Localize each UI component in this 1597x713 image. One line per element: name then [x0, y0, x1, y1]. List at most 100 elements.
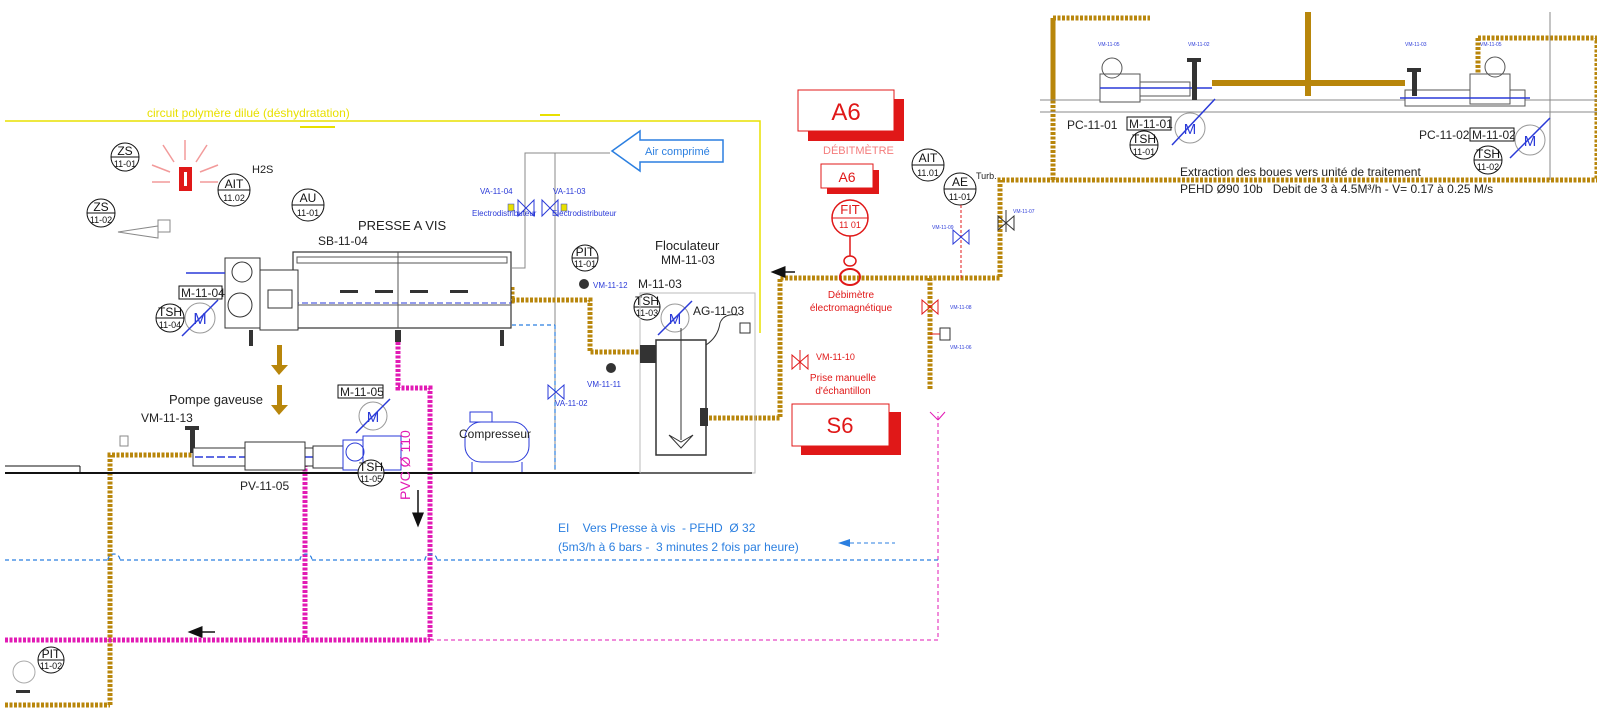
svg-text:11-01: 11-01	[949, 192, 971, 202]
svg-text:VM-11-05: VM-11-05	[1098, 42, 1120, 48]
air-label: Air comprimé	[645, 146, 710, 158]
flowmeter-label-2: électromagnétique	[810, 303, 893, 314]
svg-text:ZS: ZS	[93, 200, 108, 214]
svg-text:VM-11-10: VM-11-10	[816, 352, 855, 362]
flowmeter-label-1: Débimètre	[828, 290, 875, 301]
flocculator-tank[interactable]	[639, 292, 756, 474]
valve-va1104[interactable]: VA-11-04 Electrodistributeur	[472, 187, 537, 218]
a6-small-tag: A6	[820, 163, 879, 194]
svg-text:11-01: 11-01	[1133, 147, 1155, 157]
instrument-ae-1101[interactable]: AE 11-01	[943, 172, 977, 206]
top-bar-horizontal	[1212, 80, 1405, 86]
air-arrow: Air comprimé	[610, 129, 724, 173]
floc-agitator-tag: AG-11-03	[693, 304, 744, 318]
valve-vm1110[interactable]: VM-11-10	[791, 350, 855, 371]
instrument-fit-1101[interactable]: FIT 11 01	[831, 199, 869, 286]
svg-text:VM-11-12: VM-11-12	[593, 281, 628, 290]
svg-text:AU: AU	[300, 191, 317, 205]
motor-symbol-pc2: M	[1509, 117, 1551, 159]
motor-tag-m1102[interactable]: M-11-02	[1469, 127, 1516, 142]
svg-text:TSH: TSH	[158, 305, 182, 319]
svg-text:Electrodistributeur: Electrodistributeur	[472, 209, 537, 218]
svg-text:VA-11-03: VA-11-03	[553, 187, 586, 196]
motor-symbol-pc1: M	[1171, 98, 1216, 146]
floc-title: Floculateur	[655, 238, 720, 253]
sample-label-2: d'échantillon	[815, 386, 870, 397]
svg-text:VM-11-03: VM-11-03	[1405, 42, 1427, 48]
svg-text:TSH: TSH	[1476, 147, 1500, 161]
svg-text:M-11-04: M-11-04	[181, 286, 225, 300]
motor-tag-m1105[interactable]: M-11-05	[337, 384, 384, 399]
pump-pc1101[interactable]: VM-11-05 VM-11-02	[1098, 42, 1212, 103]
press-tag: SB-11-04	[318, 234, 368, 248]
svg-text:M-11-05: M-11-05	[340, 385, 384, 399]
s6-tag: S6	[791, 403, 901, 455]
svg-text:TSH: TSH	[635, 294, 659, 308]
floc-tag: MM-11-03	[661, 253, 715, 267]
svg-text:TSH: TSH	[1132, 132, 1156, 146]
svg-text:11-02: 11-02	[90, 215, 112, 225]
svg-text:Compresseur: Compresseur	[459, 427, 531, 441]
valve-va1102[interactable]: VA-11-02	[547, 383, 588, 408]
svg-text:11.02: 11.02	[223, 193, 245, 203]
pvc-label: PVC Ø 110	[397, 430, 413, 500]
pvc-pipes	[5, 342, 433, 643]
svg-text:M-11-02: M-11-02	[1472, 128, 1516, 142]
pc1-tag: PC-11-01	[1067, 118, 1118, 132]
valve-vm1107[interactable]: VM-11-07	[997, 209, 1035, 232]
svg-text:M: M	[1184, 121, 1197, 138]
pump-tag: PV-11-05	[240, 479, 289, 493]
svg-text:Electrodistributeur: Electrodistributeur	[552, 209, 617, 218]
valve-vm1109[interactable]: VM-11-09	[932, 205, 970, 280]
svg-text:TSH: TSH	[359, 460, 383, 474]
alarm-beacon-icon	[151, 140, 219, 191]
pump-valve: VM-11-13	[141, 411, 193, 425]
circuit-label: circuit polymère dilué (déshydratation)	[147, 106, 350, 120]
flow-arrows-press	[271, 345, 288, 415]
svg-text:S6: S6	[827, 413, 854, 438]
pump-title: Pompe gaveuse	[169, 392, 263, 407]
sludge-pipes	[5, 15, 1597, 708]
svg-text:FIT: FIT	[840, 202, 860, 217]
valve-vm1112[interactable]: VM-11-12	[579, 279, 628, 290]
svg-text:11-05: 11-05	[360, 474, 382, 484]
svg-text:M-11-01: M-11-01	[1129, 117, 1173, 131]
a6-big-tag: A6	[797, 89, 904, 141]
valve-vm1111[interactable]: VM-11-11	[587, 363, 621, 389]
motor-tag-m1104[interactable]: M-11-04	[178, 285, 225, 300]
svg-text:VA-11-02: VA-11-02	[555, 399, 588, 408]
svg-text:11 01: 11 01	[839, 220, 861, 230]
svg-text:VM-11-02: VM-11-02	[1188, 42, 1210, 48]
svg-text:PIT: PIT	[576, 245, 595, 259]
compressor[interactable]: Compresseur	[459, 411, 531, 472]
motor-tag-m1101[interactable]: M-11-01	[1126, 116, 1173, 131]
svg-text:11-02: 11-02	[40, 661, 62, 671]
pump-pc1102[interactable]: VM-11-03 VM-11-05	[1400, 42, 1530, 107]
svg-text:PIT: PIT	[42, 647, 61, 661]
screw-press[interactable]	[186, 251, 512, 346]
pink-thin-line	[430, 412, 939, 641]
valve-va1103[interactable]: VA-11-03 Electrodistributeur	[541, 187, 617, 218]
svg-text:VM-11-09: VM-11-09	[932, 225, 954, 231]
polymer-line	[5, 120, 761, 333]
svg-text:VM-11-06: VM-11-06	[950, 345, 972, 351]
svg-text:A6: A6	[831, 99, 860, 126]
valve-vm1108[interactable]: VM-11-08 VM-11-06	[921, 298, 972, 351]
svg-text:AE: AE	[952, 175, 968, 189]
turb-label: Turb.	[976, 171, 997, 181]
debitmetre-label: DÉBITMÈTRE	[823, 144, 894, 157]
